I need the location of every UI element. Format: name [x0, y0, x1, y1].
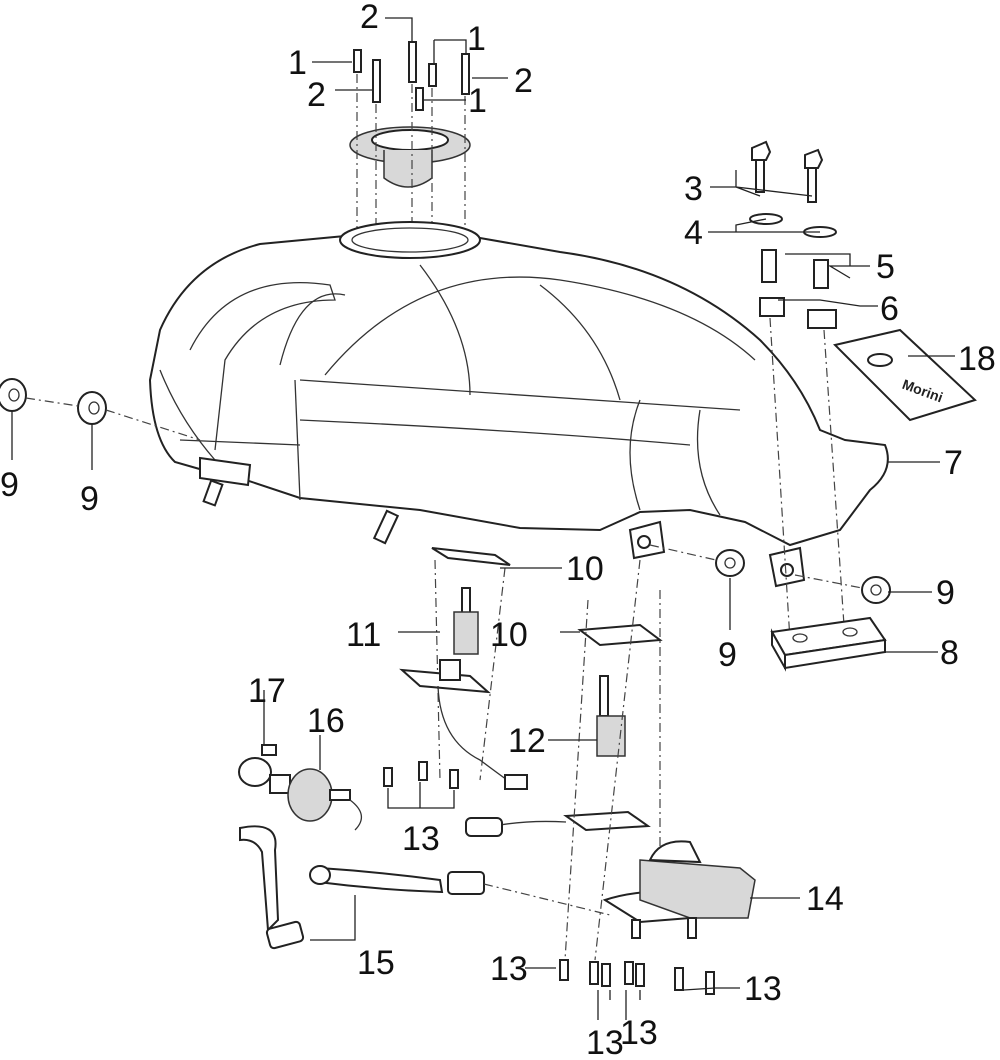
decal-plate: [833, 328, 977, 422]
pump-screws: [559, 959, 715, 995]
flange-bolt-shank-right: [807, 167, 817, 203]
fuel-pump-top: [648, 840, 702, 864]
callout-2a: 2: [307, 76, 326, 114]
grommet-9d: [861, 576, 891, 604]
gasket-10a: [431, 547, 511, 566]
callout-13e: 13: [620, 1014, 658, 1052]
callout-7: 7: [944, 444, 963, 482]
fuel-hose-right: [316, 866, 444, 894]
callout-9a: 9: [0, 466, 19, 504]
screw-13h: [635, 963, 645, 987]
callout-15: 15: [357, 944, 395, 982]
callout-9c: 9: [718, 636, 737, 674]
rubber-grommets: [0, 378, 891, 604]
fuel-tank: [148, 221, 889, 588]
bolt-2a: [372, 59, 381, 103]
hose-fitting-right: [447, 871, 485, 895]
pump-flange: [563, 810, 651, 832]
sender-connector: [504, 774, 528, 790]
grommet-9c: [715, 549, 745, 577]
callout-18: 18: [958, 340, 996, 378]
callout-4: 4: [684, 214, 703, 252]
front-mount-peg-right: [372, 509, 400, 545]
fuel-tank-body: [148, 230, 889, 547]
fuel-hose-left: [239, 825, 280, 933]
callout-9d: 9: [936, 574, 955, 612]
filter-outlet: [329, 789, 351, 801]
screw-13g: [624, 961, 634, 985]
grommet-9a: [0, 378, 27, 412]
screw-13c: [449, 769, 459, 789]
screw-13j: [705, 971, 715, 995]
bolt-1b: [428, 63, 437, 87]
callout-10a: 10: [566, 550, 604, 588]
screw-13a: [383, 767, 393, 787]
callout-2c: 2: [514, 62, 533, 100]
grommet-right: [807, 309, 837, 329]
flange-bolt-shank-left: [755, 159, 765, 193]
bolt-1c: [415, 87, 424, 111]
spacer-right: [813, 259, 829, 289]
front-mount-tab: [199, 456, 252, 487]
screw-13f: [601, 963, 611, 987]
callout-1a: 1: [288, 44, 307, 82]
bolt-2b: [408, 41, 417, 83]
callout-11: 11: [346, 616, 381, 654]
leader-lines: [11, 17, 955, 1020]
fuel-filter-assembly: [238, 744, 362, 831]
screw-13d: [559, 959, 569, 981]
callout-13a: 13: [402, 820, 440, 858]
bolt-1a: [353, 49, 362, 73]
fuel-pump-float: [596, 715, 626, 757]
sender-rod: [461, 587, 471, 615]
front-mount-peg-left: [202, 479, 224, 507]
grommet-left: [759, 297, 785, 317]
fuel-level-sender-assembly: [383, 547, 528, 790]
hose-clamp-tab: [261, 744, 277, 756]
rubber-pad: [770, 616, 887, 672]
callout-17: 17: [248, 672, 286, 710]
pump-connector: [465, 817, 503, 837]
screw-13i: [674, 967, 684, 991]
fuel-cap-neck: [383, 150, 433, 188]
callout-2b: 2: [360, 0, 379, 36]
callout-1b: 1: [467, 20, 486, 58]
decal: Morini: [833, 328, 977, 422]
callout-10b: 10: [490, 616, 528, 654]
grommet-9b: [77, 391, 107, 425]
hose-fitting-left: [265, 920, 305, 950]
spacer-left: [761, 249, 777, 283]
cap-alignment-lines: [356, 74, 466, 240]
callout-1c: 1: [468, 82, 487, 120]
callout-3: 3: [684, 170, 703, 208]
fuel-filter-16: [287, 768, 333, 822]
callout-8: 8: [940, 634, 959, 672]
callout-13c: 13: [744, 970, 782, 1008]
pump-rod: [599, 675, 609, 717]
callout-9b: 9: [80, 480, 99, 518]
fuel-cap: [349, 126, 471, 188]
fuel-level-sender: [453, 611, 479, 655]
callout-5: 5: [876, 248, 895, 286]
fuel-pump-sender-assembly: [465, 559, 663, 961]
fuel-cap-top: [371, 129, 449, 151]
callout-13b: 13: [490, 950, 528, 988]
gasket-10b: [577, 623, 663, 647]
callout-6: 6: [880, 290, 899, 328]
fuel-pump-body: [639, 859, 756, 919]
callout-13d: 13: [586, 1024, 624, 1060]
hose-clamp-17: [238, 757, 272, 787]
flange-bolt-head-left: [751, 140, 772, 161]
screw-13e: [589, 961, 599, 985]
callout-16: 16: [307, 702, 345, 740]
screw-13b: [418, 761, 428, 781]
filter-inlet: [269, 774, 291, 794]
callout-12: 12: [508, 722, 546, 760]
callout-14: 14: [806, 880, 844, 918]
flange-bolt-head-right: [804, 148, 824, 169]
fuel-hoses: [239, 825, 611, 950]
fuel-pump: [602, 840, 756, 939]
